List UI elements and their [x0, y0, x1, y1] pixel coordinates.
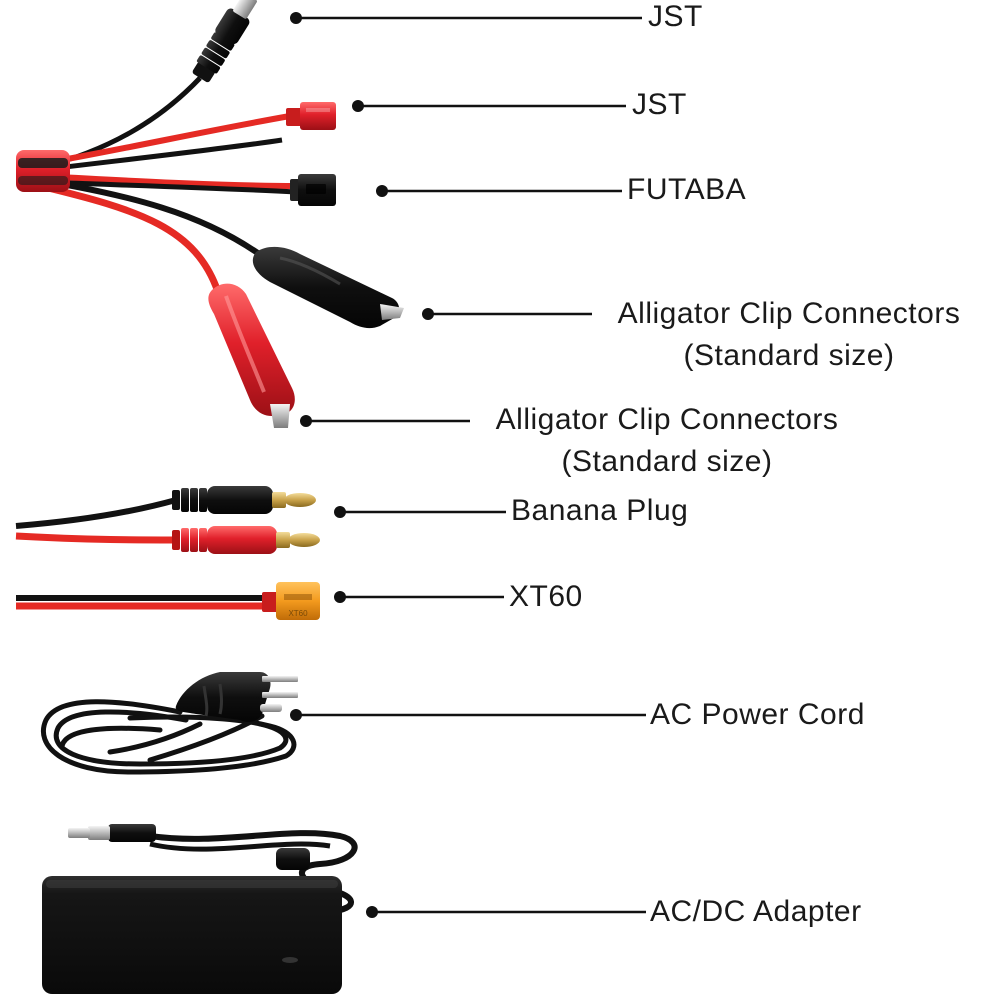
- svg-text:XT60: XT60: [288, 609, 308, 618]
- label-alligator-red: Alligator Clip Connectors (Standard size…: [474, 399, 860, 483]
- label-alligator-red-line2: (Standard size): [561, 445, 773, 478]
- label-jst-top: JST: [648, 0, 703, 33]
- label-alligator-red-line1: Alligator Clip Connectors: [495, 403, 839, 436]
- label-alligator-black: Alligator Clip Connectors (Standard size…: [596, 293, 982, 377]
- label-xt60: XT60: [509, 580, 583, 613]
- ac-power-cord-icon: [40, 699, 297, 775]
- label-jst-red: JST: [632, 88, 687, 121]
- label-alligator-black-line2: (Standard size): [683, 339, 895, 372]
- label-alligator-black-line1: Alligator Clip Connectors: [617, 297, 961, 330]
- xt60-plug-icon: XT60: [16, 582, 320, 620]
- label-banana-plug: Banana Plug: [511, 494, 689, 527]
- futaba-plug-icon: [290, 174, 336, 206]
- label-futaba: FUTABA: [627, 173, 747, 206]
- alligator-clip-black-icon: [252, 246, 404, 329]
- label-ac-power-cord: AC Power Cord: [650, 698, 865, 731]
- jst-red-icon: [286, 102, 336, 130]
- ac-dc-adapter-icon: [42, 824, 358, 994]
- ac-plug-icon: [175, 672, 298, 722]
- alligator-clip-red-icon: [208, 283, 295, 428]
- jst-plug-icon: [192, 0, 259, 83]
- banana-plug-icon: [15, 486, 320, 554]
- leader-lines: [290, 12, 646, 918]
- label-ac-dc-adapter: AC/DC Adapter: [650, 895, 862, 928]
- charge-lead-harness: [16, 0, 404, 428]
